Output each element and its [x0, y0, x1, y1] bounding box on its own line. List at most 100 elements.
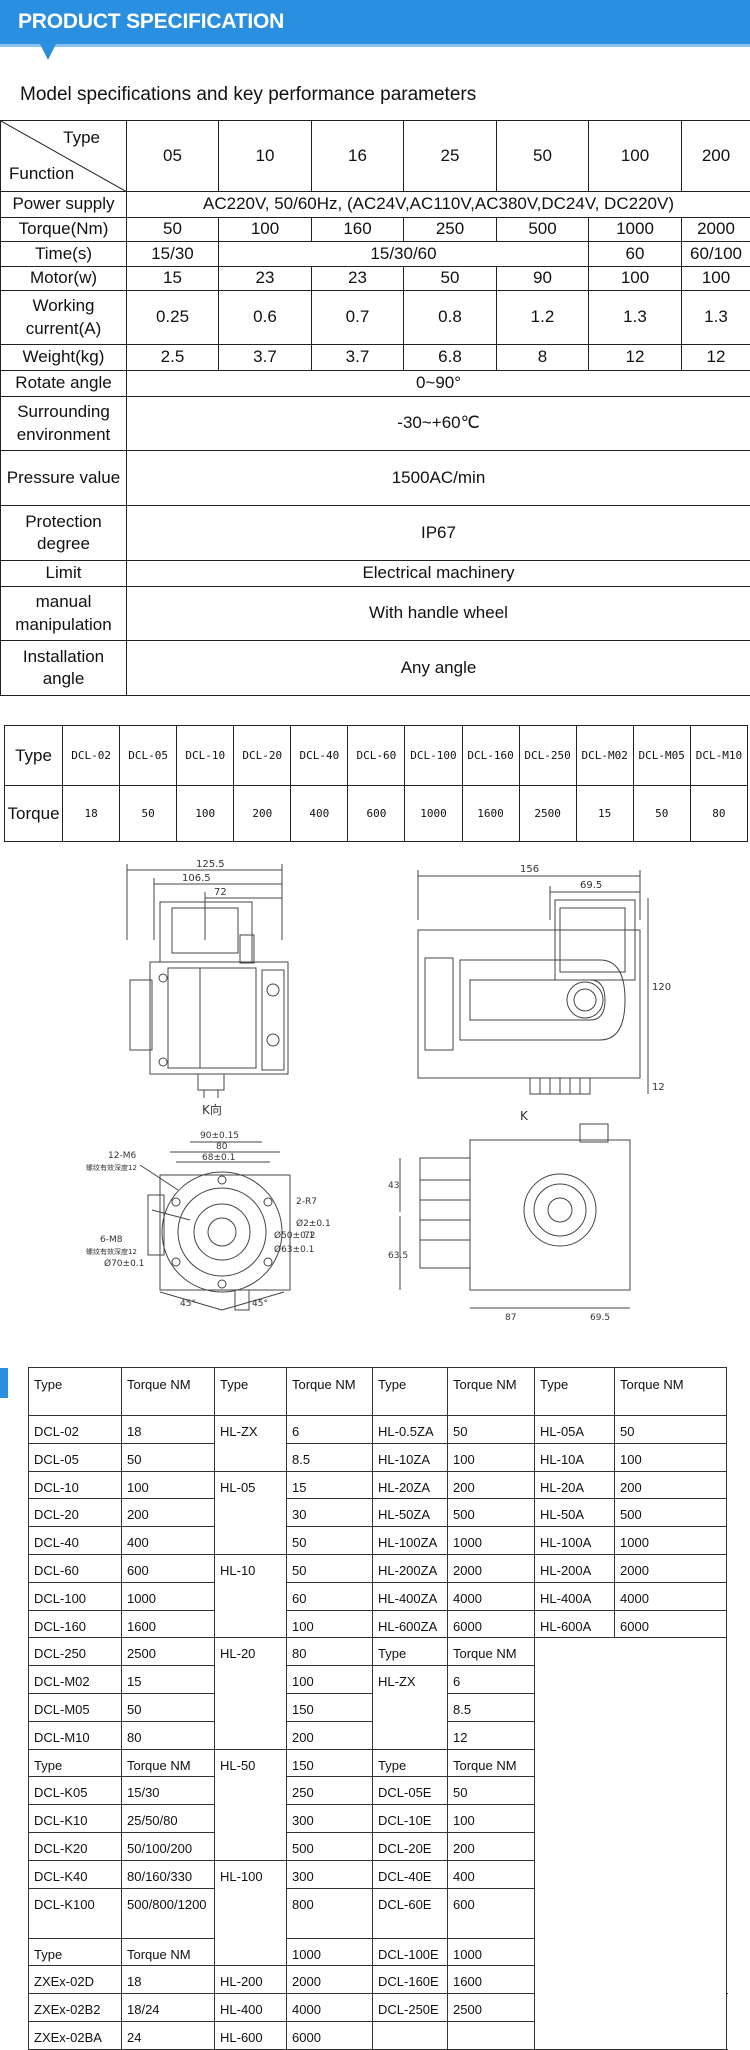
grid-cell: HL-600: [215, 2021, 287, 2049]
grid-cell: 100: [122, 1471, 215, 1499]
spec-row-label: Power supply: [1, 192, 127, 218]
spec-header-row: Type Function 05 10 16 25 50 100 200: [1, 121, 750, 192]
grid-cell: DCL-40E: [373, 1860, 448, 1888]
corner-type-label: Type: [63, 127, 100, 149]
grid-cell: HL-05A: [535, 1416, 615, 1444]
mini-type-cell: DCL-M02: [576, 726, 633, 786]
grid-cell: Torque NM: [122, 1749, 215, 1777]
grid-cell: 1600: [448, 1966, 535, 1994]
grid-cell: ZXEx-02BA: [29, 2021, 122, 2049]
dim-68: 68±0.1: [202, 1153, 235, 1163]
spec-value: AC220V, 50/60Hz, (AC24V,AC110V,AC380V,DC…: [127, 192, 750, 218]
dim-69-5: 69.5: [580, 880, 602, 891]
grid-cell: 1000: [615, 1527, 727, 1555]
spec-value: 3.7: [312, 345, 404, 371]
grid-cell: 200: [615, 1471, 727, 1499]
angle-45-left: 45°: [180, 1299, 196, 1309]
spec-value: 250: [404, 218, 497, 242]
grid-cell: 18/24: [122, 1994, 215, 2022]
grid-row: DCL-40 400 50 HL-100ZA 1000 HL-100A 1000: [29, 1527, 727, 1555]
grid-cell: DCL-160E: [373, 1966, 448, 1994]
dim-12: 12: [652, 1082, 665, 1093]
note-dia-63: Ø63±0.1: [274, 1244, 314, 1255]
mini-type-cell: DCL-160: [462, 726, 519, 786]
spec-value: 1000: [589, 218, 682, 242]
spec-row-current: Working current(A) 0.25 0.6 0.7 0.8 1.2 …: [1, 291, 750, 345]
grid-cell: 800: [287, 1888, 373, 1938]
spec-row-rotate: Rotate angle 0~90°: [1, 371, 750, 397]
note-12-m6: 12-M6: [108, 1151, 136, 1161]
spec-col-header: 25: [404, 121, 497, 192]
mini-torque-cell: 100: [177, 786, 234, 842]
spec-row-label: Pressure value: [1, 451, 127, 506]
grid-cell: DCL-02: [29, 1416, 122, 1444]
grid-cell: 60: [287, 1582, 373, 1610]
spec-value: 15/30: [127, 242, 219, 267]
mini-type-cell: DCL-20: [234, 726, 291, 786]
note-dia-70: Ø70±0.1: [104, 1258, 144, 1269]
grid-group-cell: HL-05: [215, 1471, 287, 1554]
grid-cell: Torque NM: [448, 1749, 535, 1777]
grid-cell: HL-200: [215, 1966, 287, 1994]
grid-cell: DCL-20: [29, 1499, 122, 1527]
top-view: [400, 1124, 630, 1308]
grid-group-cell: HL-ZX: [373, 1666, 448, 1749]
grid-cell: HL-600ZA: [373, 1610, 448, 1638]
grid-cell: 50: [448, 1416, 535, 1444]
spec-value: 50: [404, 267, 497, 291]
grid-cell: HL-200A: [535, 1554, 615, 1582]
spec-value: 60: [589, 242, 682, 267]
note-2-r7: 2-R7: [296, 1197, 317, 1207]
spec-value: 50: [127, 218, 219, 242]
spec-value: 100: [589, 267, 682, 291]
spec-row-label: Surrounding environment: [1, 397, 127, 451]
spec-row-time: Time(s) 15/30 15/30/60 60 60/100: [1, 242, 750, 267]
grid-cell: 15/30: [122, 1777, 215, 1805]
grid-cell: ZXEx-02B2: [29, 1994, 122, 2022]
grid-cell: 1000: [448, 1527, 535, 1555]
grid-cell: HL-400A: [535, 1582, 615, 1610]
grid-cell: 500: [287, 1832, 373, 1860]
grid-cell: 8.5: [448, 1693, 535, 1721]
grid-cell: 50: [122, 1443, 215, 1471]
grid-cell: HL-0.5ZA: [373, 1416, 448, 1444]
grid-cell: 100: [287, 1666, 373, 1694]
grid-cell: Torque NM: [122, 1938, 215, 1966]
grid-cell: 100: [448, 1805, 535, 1833]
spec-table: Type Function 05 10 16 25 50 100 200 Pow…: [0, 120, 750, 696]
grid-cell: 2000: [287, 1966, 373, 1994]
mini-torque-cell: 50: [633, 786, 690, 842]
grid-row: DCL-05 50 8.5 HL-10ZA 100 HL-10A 100: [29, 1443, 727, 1471]
grid-header-cell: Torque NM: [615, 1368, 727, 1416]
grid-cell: DCL-20E: [373, 1832, 448, 1860]
grid-cell: 80/160/330: [122, 1860, 215, 1888]
grid-cell: 50: [448, 1777, 535, 1805]
grid-cell: DCL-K20: [29, 1832, 122, 1860]
grid-cell: 300: [287, 1860, 373, 1888]
grid-cell: 250: [287, 1777, 373, 1805]
grid-cell: DCL-05: [29, 1443, 122, 1471]
grid-cell: DCL-K10: [29, 1805, 122, 1833]
mini-type-cell: DCL-250: [519, 726, 576, 786]
spec-row-motor: Motor(w) 15 23 23 50 90 100 100: [1, 267, 750, 291]
grid-cell: HL-50A: [535, 1499, 615, 1527]
spec-value: 60/100: [682, 242, 750, 267]
spec-value: 8: [497, 345, 589, 371]
grid-cell: 200: [448, 1471, 535, 1499]
grid-cell: Type: [29, 1749, 122, 1777]
spec-col-header: 10: [219, 121, 312, 192]
grid-cell: 2000: [615, 1554, 727, 1582]
mini-type-cell: DCL-60: [348, 726, 405, 786]
grid-row: DCL-10 100 HL-05 15 HL-20ZA 200 HL-20A 2…: [29, 1471, 727, 1499]
grid-cell: 600: [122, 1554, 215, 1582]
grid-cell: DCL-05E: [373, 1777, 448, 1805]
note-thread-depth-2: 螺纹有效深度12: [86, 1247, 137, 1256]
grid-cell: 18: [122, 1416, 215, 1444]
grid-cell: DCL-100E: [373, 1938, 448, 1966]
mini-type-cell: DCL-40: [291, 726, 348, 786]
grid-cell: DCL-10: [29, 1471, 122, 1499]
spec-row-label: Protection degree: [1, 506, 127, 561]
mini-type-cell: DCL-10: [177, 726, 234, 786]
grid-header-cell: Type: [215, 1368, 287, 1416]
grid-cell: 600: [448, 1888, 535, 1938]
